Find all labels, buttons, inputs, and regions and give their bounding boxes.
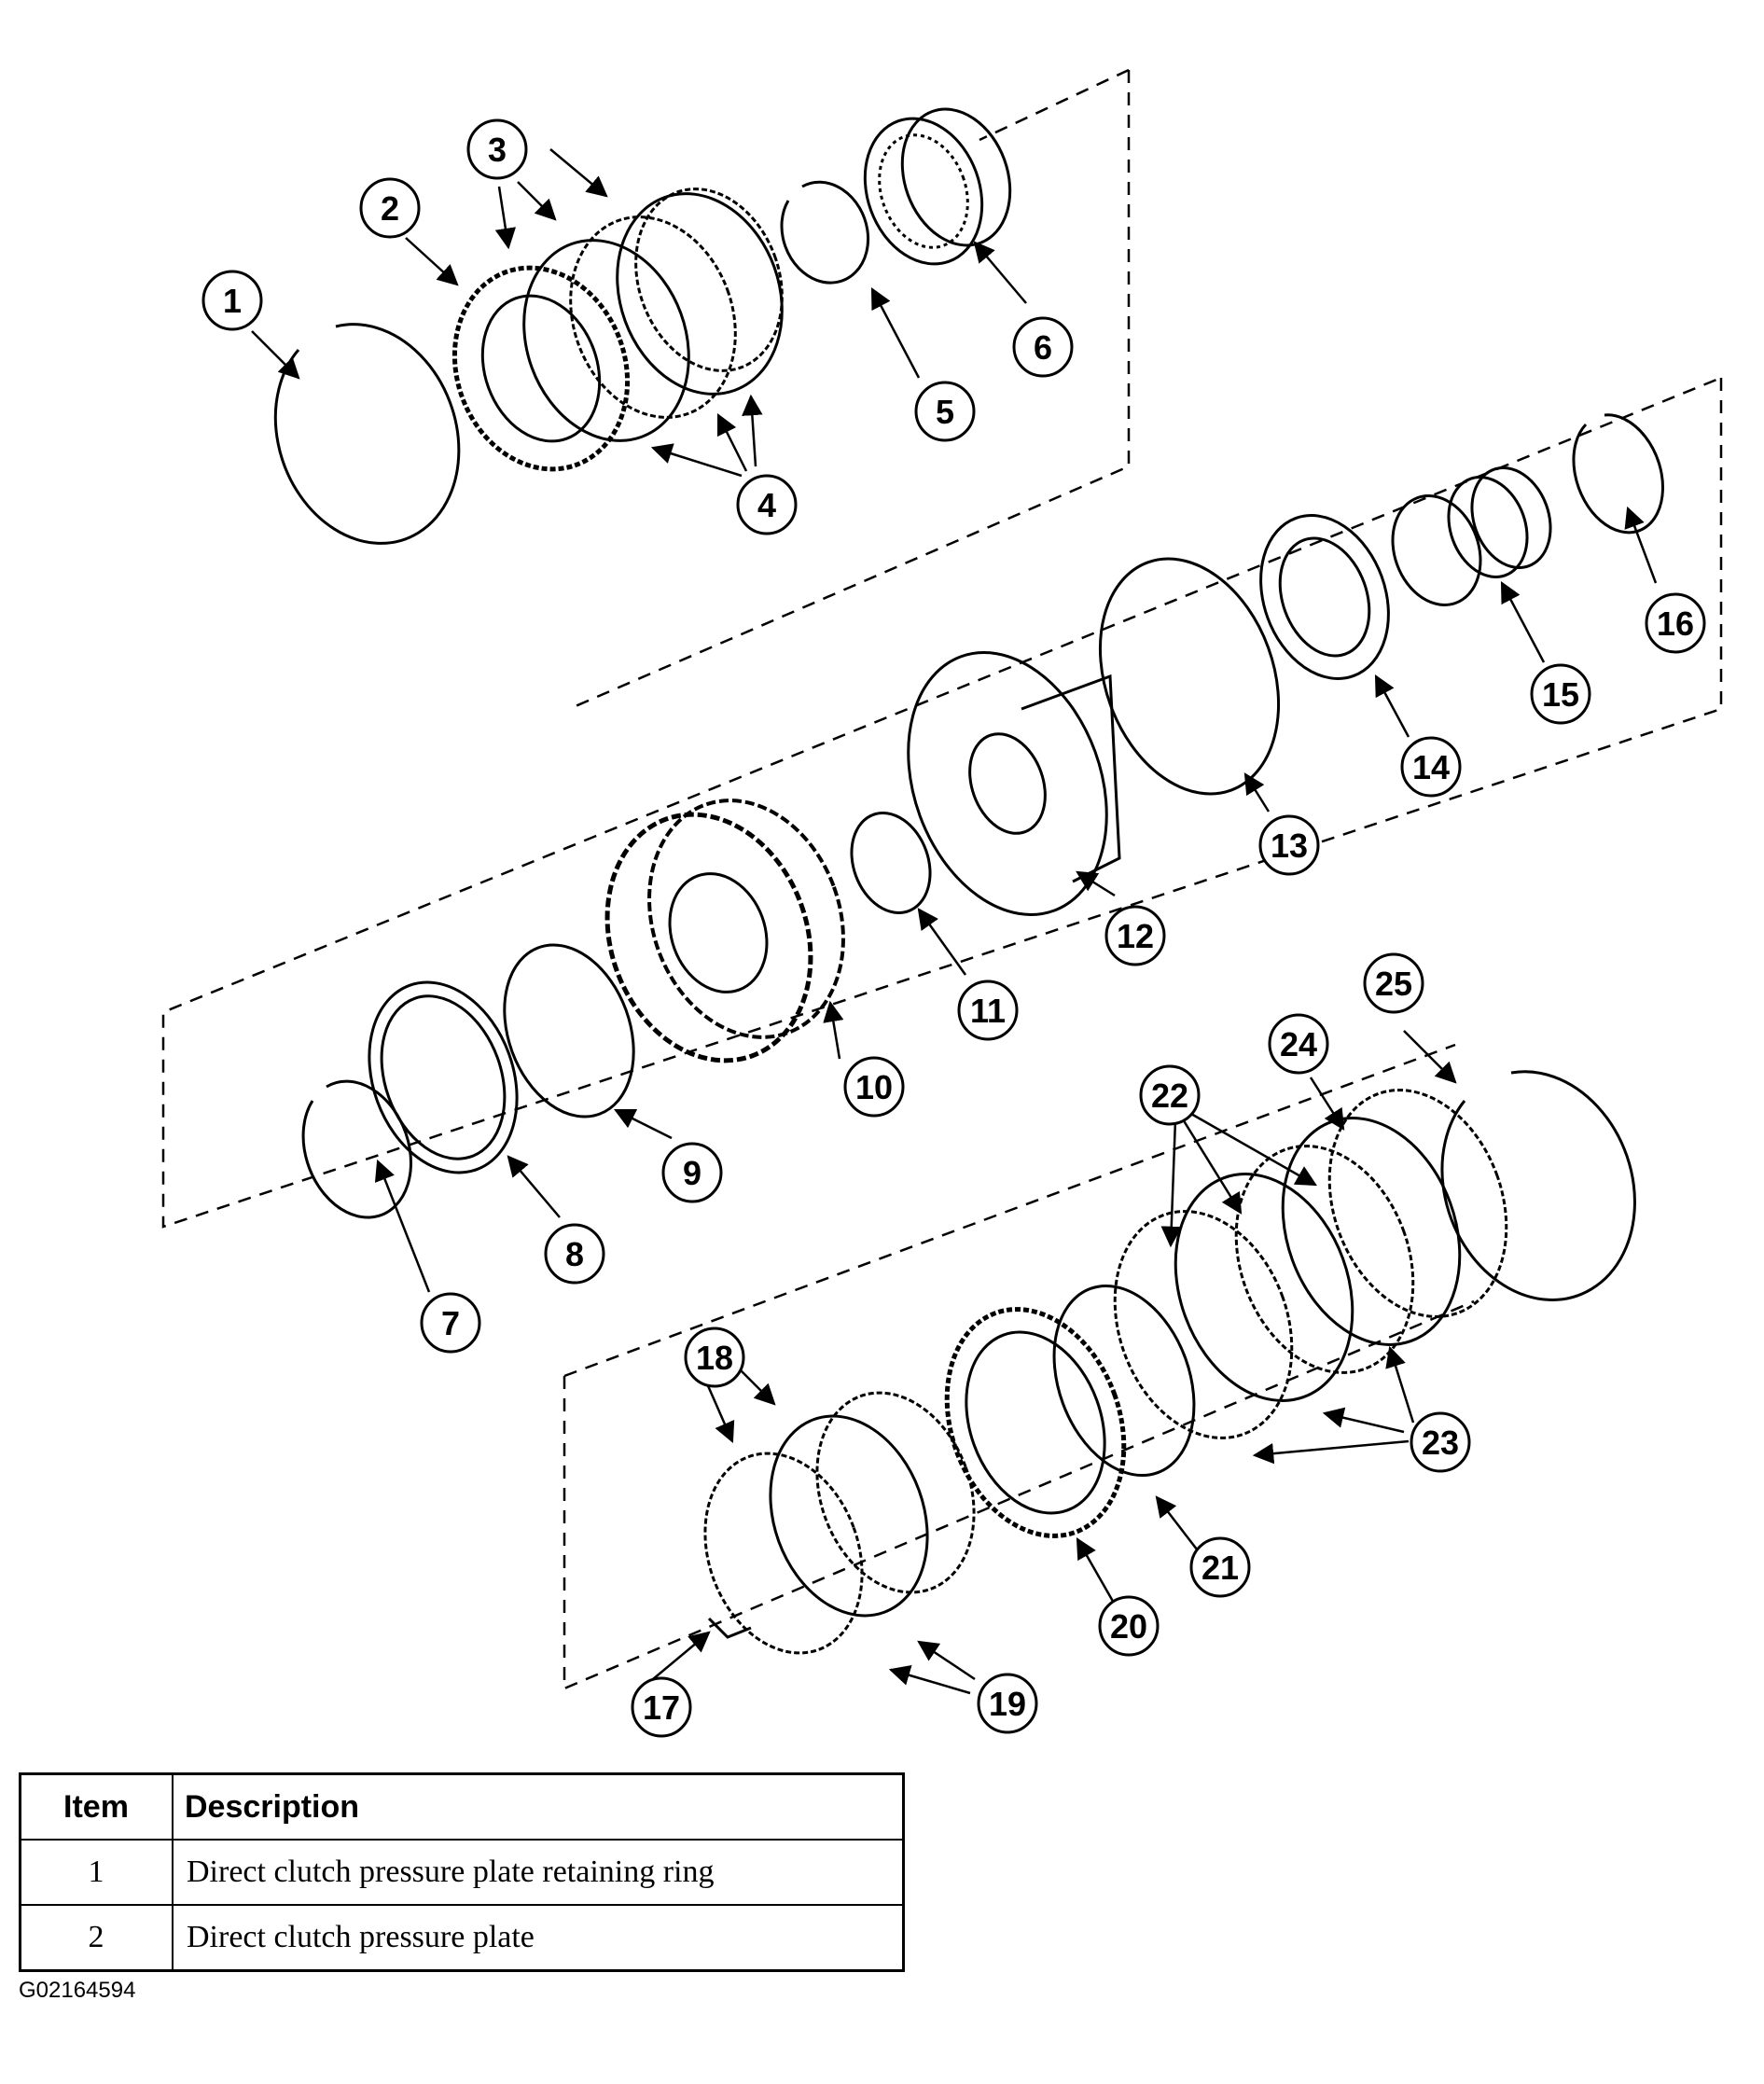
part-10-hub bbox=[604, 812, 813, 1063]
legend-header-item: Item bbox=[19, 1772, 174, 1841]
part-25-retaining-ring bbox=[1440, 1070, 1636, 1301]
callout-21: 21 bbox=[1201, 1549, 1239, 1587]
group-outlines bbox=[161, 68, 1723, 1690]
part-12-piston bbox=[907, 651, 1108, 916]
part-9-ring bbox=[503, 943, 635, 1118]
middle-group-outline bbox=[161, 376, 1723, 1229]
legend-item-number: 2 bbox=[19, 1904, 174, 1972]
part-2-pressure-plate bbox=[451, 265, 631, 472]
callout-9: 9 bbox=[683, 1154, 701, 1192]
callout-2: 2 bbox=[381, 189, 399, 228]
legend-item-description: Direct clutch pressure plate retaining r… bbox=[172, 1839, 905, 1906]
callout-4: 4 bbox=[757, 486, 776, 524]
callout-20: 20 bbox=[1110, 1607, 1147, 1646]
exploded-view-diagram: 1 2 3 4 5 6 7 8 9 10 11 12 13 14 15 16 1… bbox=[161, 68, 1723, 1738]
figure-id: G02164594 bbox=[19, 1978, 136, 2003]
callout-14: 14 bbox=[1412, 748, 1450, 786]
part-21-ring bbox=[1052, 1284, 1196, 1478]
top-group-outline bbox=[568, 68, 1131, 711]
part-13-seal bbox=[1098, 557, 1281, 796]
table-row: 1 Direct clutch pressure plate retaining… bbox=[19, 1839, 905, 1906]
part-3-4-clutch-plates bbox=[522, 188, 784, 442]
callout-17: 17 bbox=[643, 1688, 680, 1727]
part-14-spring-retainer bbox=[1259, 514, 1390, 680]
part-11-ring bbox=[850, 812, 932, 914]
part-22-24-clutch-plates bbox=[1113, 1089, 1508, 1439]
legend-table: Item Description 1 Direct clutch pressur… bbox=[19, 1772, 905, 1972]
callout-5: 5 bbox=[936, 393, 954, 431]
callout-circles bbox=[201, 118, 1706, 1738]
part-6-bearing bbox=[863, 117, 984, 266]
callout-23: 23 bbox=[1422, 1424, 1459, 1462]
callout-7: 7 bbox=[441, 1304, 460, 1342]
callout-6: 6 bbox=[1034, 328, 1052, 367]
callout-24: 24 bbox=[1280, 1025, 1317, 1063]
callout-8: 8 bbox=[565, 1235, 584, 1273]
callout-11: 11 bbox=[970, 992, 1006, 1030]
callout-12: 12 bbox=[1117, 917, 1154, 955]
callout-1: 1 bbox=[223, 282, 242, 320]
parts bbox=[273, 107, 1664, 1655]
bottom-group-outline bbox=[563, 1043, 1475, 1690]
callout-18: 18 bbox=[696, 1339, 733, 1377]
part-20-pressure-plate bbox=[944, 1307, 1127, 1538]
legend-item-description: Direct clutch pressure plate bbox=[172, 1904, 905, 1972]
legend-item-number: 1 bbox=[19, 1839, 174, 1906]
part-8-seal bbox=[368, 980, 519, 1174]
callout-10: 10 bbox=[855, 1068, 893, 1106]
part-1-retaining-ring bbox=[273, 323, 461, 545]
callout-labels: 1 2 3 4 5 6 7 8 9 10 11 12 13 14 15 16 1… bbox=[223, 131, 1694, 1727]
callout-25: 25 bbox=[1375, 965, 1412, 1003]
table-row: 2 Direct clutch pressure plate bbox=[19, 1904, 905, 1972]
part-15-spring bbox=[1391, 494, 1482, 606]
callout-16: 16 bbox=[1657, 604, 1694, 643]
callout-19: 19 bbox=[989, 1685, 1026, 1723]
callout-15: 15 bbox=[1542, 675, 1579, 714]
legend-header-description: Description bbox=[172, 1772, 905, 1841]
part-17-19-plates bbox=[703, 1391, 976, 1655]
callout-22: 22 bbox=[1151, 1077, 1188, 1115]
part-5-snap-ring bbox=[780, 180, 870, 285]
callout-13: 13 bbox=[1271, 827, 1308, 865]
callout-3: 3 bbox=[488, 131, 507, 169]
legend-header-row: Item Description bbox=[19, 1772, 905, 1841]
leader-arrows bbox=[251, 148, 1658, 1695]
